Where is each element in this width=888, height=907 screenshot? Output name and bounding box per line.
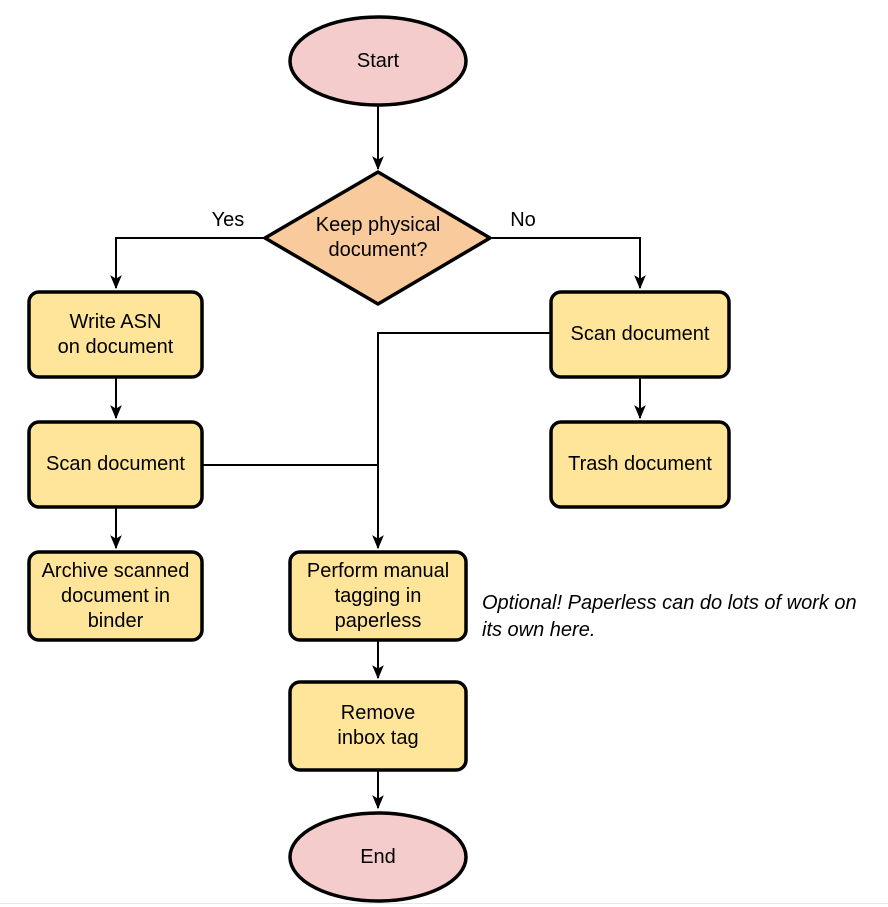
page-bottom-divider	[0, 903, 888, 904]
edge-decision-no-to-scan-right	[490, 237, 646, 290]
edge-label-no: No	[510, 209, 536, 231]
node-archive-label: Archive scanned document in binder	[41, 559, 190, 632]
node-end-shape	[288, 811, 468, 903]
edge-decision-yes-to-write-asn	[110, 237, 265, 290]
edge-label-yes: Yes	[211, 209, 245, 231]
node-write-asn-label: Write ASN on document	[57, 310, 174, 358]
node-scan-right-label: Scan document	[570, 323, 710, 345]
node-end-label: End	[360, 845, 396, 868]
node-archive-shape	[27, 550, 204, 642]
node-tagging-shape	[288, 550, 468, 642]
node-trash-label: Trash document	[568, 453, 712, 475]
node-scan-left-shape	[27, 420, 204, 509]
node-start-label: Start	[356, 49, 400, 72]
node-scan-left-label: Scan document	[46, 453, 185, 475]
node-decision-shape	[263, 170, 492, 306]
node-remove-inbox-shape	[288, 680, 468, 772]
node-remove-inbox-label: Remove inbox tag	[337, 702, 419, 749]
node-trash-shape	[549, 420, 731, 509]
node-tagging-label: Perform manual tagging in paperless	[306, 559, 450, 632]
node-start-shape	[288, 15, 468, 107]
node-write-asn-shape	[27, 290, 204, 379]
annotation-optional-note: Optional! Paperless can do lots of work …	[482, 592, 857, 641]
node-decision-label: Keep physical document?	[315, 214, 441, 261]
node-scan-right-shape	[549, 290, 731, 379]
edge-scan-right-to-tagging	[372, 332, 551, 550]
